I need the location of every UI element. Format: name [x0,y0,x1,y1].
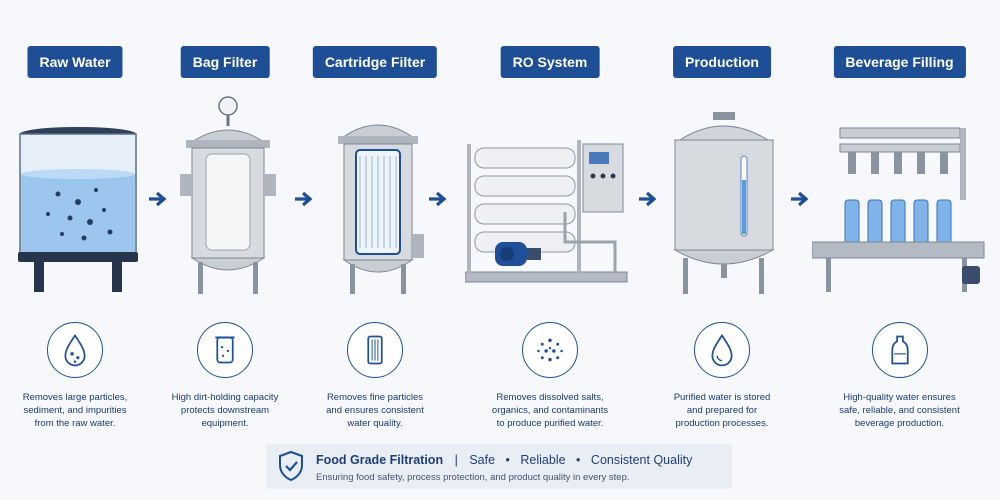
stage-description: Removes large particles, sediment, and i… [22,392,128,429]
dissolved-particles-icon [522,322,578,378]
stage-label: Bag Filter [180,46,270,78]
arrow-right-icon [791,191,809,207]
filling-machine-illustration [812,127,985,292]
footer-tag: Reliable [520,453,566,467]
stage-label: Cartridge Filter [312,46,438,78]
cartridge-icon [347,322,403,378]
shield-check-icon [279,450,303,482]
footer-bullet: • [576,453,581,467]
raw-water-tank-illustration [18,127,138,292]
arrow-right-icon [295,191,313,207]
bag-filter-illustration [180,96,276,294]
stage-ro-system: RO System [465,0,635,440]
stage-description: High-quality water ensures safe, reliabl… [839,392,960,429]
bag-filter-icon [197,322,253,378]
footer-subtitle: Ensuring food safety, process protection… [316,472,630,483]
ro-system-illustration [465,140,628,283]
stage-description: Removes fine particles and ensures consi… [326,392,424,429]
stage-description: Purified water is stored and prepared fo… [673,392,771,429]
bottle-icon [871,322,928,378]
stage-raw-water: Raw Water Removes la [0,0,150,440]
stage-beverage-filling: Beverage Filling [812,0,987,440]
stage-description: Removes dissolved salts, organics, and c… [491,392,609,429]
cartridge-filter-illustration [338,124,424,294]
stage-cartridge-filter: Cartridge Filter [300,0,450,440]
water-drop-particles-icon [47,322,103,378]
footer-bullet: • [505,453,510,467]
stage-bag-filter: Bag Filter High dirt-holding capacity [150,0,300,440]
storage-tank-illustration [673,112,775,294]
footer-title: Food Grade Filtration [316,453,444,467]
water-drop-icon [694,322,750,378]
footer-tag: Safe [469,453,496,467]
arrow-right-icon [639,191,657,207]
stage-label: RO System [500,46,600,78]
stage-production: Production Purified water is stored and … [647,0,797,440]
footer-banner: Food Grade Filtration | Safe • Reliable … [266,444,732,489]
stage-description: High dirt-holding capacity protects down… [171,392,279,429]
stage-label: Raw Water [27,46,123,78]
footer-headline: Food Grade Filtration | Safe • Reliable … [316,453,692,467]
stage-label: Production [673,46,771,78]
arrow-right-icon [149,191,167,207]
footer-tag: Consistent Quality [590,453,693,467]
arrow-right-icon [429,191,447,207]
footer-separator: | [454,453,458,467]
stage-label: Beverage Filling [833,46,966,78]
